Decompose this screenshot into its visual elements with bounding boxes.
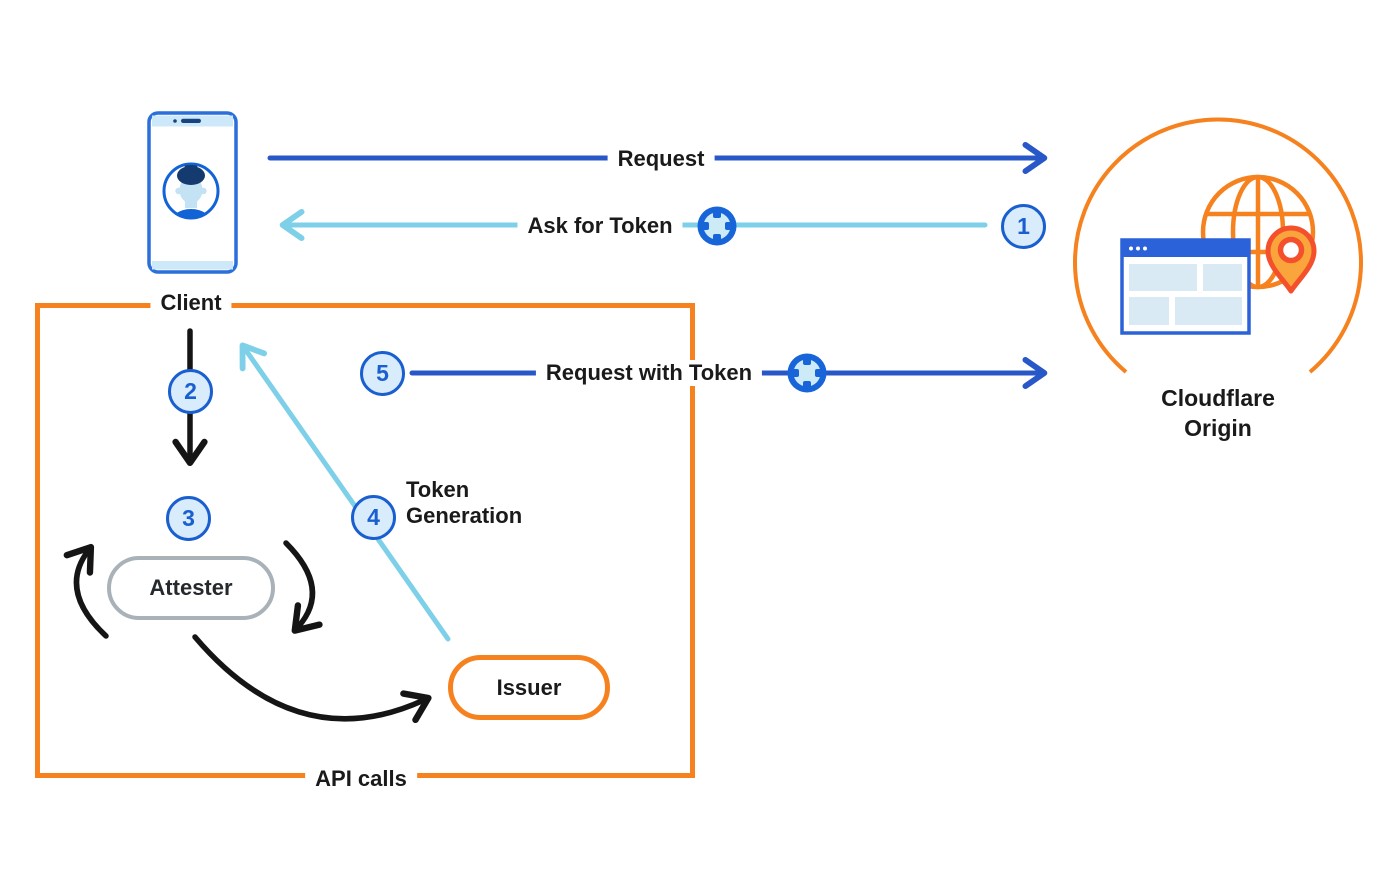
- cloudflare-origin-icon: [1073, 117, 1363, 374]
- cloudflare-origin-label: Cloudflare Origin: [1161, 383, 1275, 443]
- step-number: 1: [1017, 213, 1030, 239]
- location-pin-icon: [1265, 225, 1317, 294]
- token-icon: [697, 206, 737, 246]
- step-number: 5: [376, 360, 389, 386]
- token-generation-line1: Token: [406, 477, 470, 502]
- api-calls-label: API calls: [305, 766, 417, 792]
- step-badge-1: 1: [1001, 204, 1046, 249]
- step-badge-5: 5: [360, 351, 405, 396]
- attester-loop-left-arrow: [63, 543, 109, 639]
- phone-speaker-bar: [181, 118, 201, 123]
- step-number: 3: [182, 505, 195, 531]
- client-label: Client: [150, 290, 232, 316]
- step-badge-2: 2: [168, 369, 213, 414]
- client-phone-icon: [147, 111, 238, 274]
- request-label: Request: [607, 146, 715, 172]
- step-number: 4: [367, 504, 380, 530]
- step-badge-3: 3: [166, 496, 211, 541]
- token-generation-line2: Generation: [406, 503, 523, 528]
- user-avatar-icon: [162, 162, 220, 220]
- attester-label: Attester: [149, 575, 233, 600]
- browser-window-icon: [1120, 238, 1251, 335]
- attester-node: Attester: [107, 556, 275, 620]
- issuer-to-client-arrow: [239, 342, 451, 642]
- attester-to-issuer-arrow: [192, 634, 432, 724]
- cloudflare-origin-line2: Origin: [1184, 415, 1252, 441]
- attester-loop-right-arrow: [283, 540, 323, 634]
- issuer-node: Issuer: [448, 655, 610, 720]
- origin-circle-outline: [1073, 117, 1363, 374]
- request-with-token-label: Request with Token: [535, 360, 763, 386]
- step-number: 2: [184, 378, 197, 404]
- token-icon: [787, 353, 827, 393]
- step-badge-4: 4: [351, 495, 396, 540]
- token-generation-label: Token Generation: [406, 477, 522, 529]
- cloudflare-origin-line1: Cloudflare: [1161, 385, 1275, 411]
- issuer-label: Issuer: [496, 674, 562, 700]
- ask-for-token-label: Ask for Token: [517, 213, 683, 239]
- phone-speaker-dot: [173, 119, 177, 123]
